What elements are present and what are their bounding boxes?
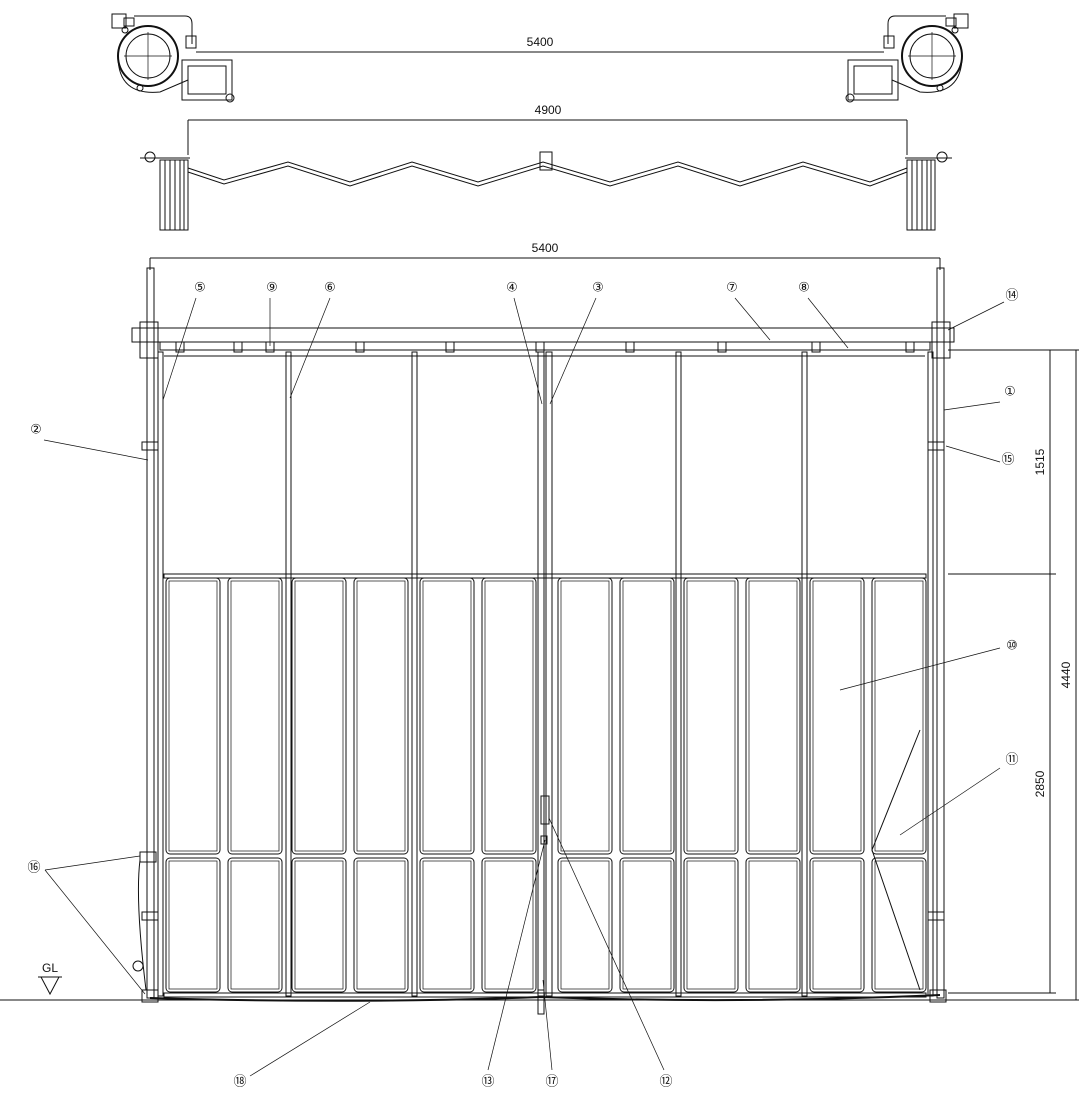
mesh-panel-inner <box>356 580 406 852</box>
callout-3: ③ <box>592 281 604 296</box>
right-post <box>936 267 945 999</box>
mesh-panel-inner <box>356 860 406 990</box>
mesh-panel-inner <box>294 580 344 852</box>
callout-18: ⑱ <box>233 1075 246 1090</box>
top-rail <box>159 341 931 351</box>
left-post <box>146 267 155 999</box>
dimension-top-width: 5400 <box>527 35 554 49</box>
leader-lines <box>43 297 1005 1077</box>
callout-11: ⑪ <box>1005 753 1018 768</box>
mesh-panel <box>165 577 221 855</box>
mesh-panel <box>871 577 927 855</box>
callout-1: ① <box>1004 385 1016 400</box>
left-clamp-icon <box>111 13 235 103</box>
mesh-panel <box>291 857 347 993</box>
callout-8: ⑧ <box>798 281 810 296</box>
callout-7: ⑦ <box>726 281 738 296</box>
dimension-total-height: 4440 <box>1059 661 1073 688</box>
mesh-panel <box>745 577 801 855</box>
mesh-panel-inner <box>484 860 534 990</box>
callout-4: ④ <box>506 281 518 296</box>
folded-stack-right-icon <box>905 151 952 231</box>
mesh-panel-inner <box>748 860 798 990</box>
mesh-panel <box>419 857 475 993</box>
callout-12: ⑫ <box>659 1075 672 1090</box>
mesh-panel <box>353 857 409 993</box>
mesh-panel <box>291 577 347 855</box>
mesh-panel-inner <box>686 580 736 852</box>
mesh-panel <box>619 857 675 993</box>
ground-level-marker-icon <box>40 976 60 996</box>
mesh-panel-inner <box>622 860 672 990</box>
mesh-panel <box>481 577 537 855</box>
mesh-panel-inner <box>422 580 472 852</box>
mesh-panel-inner <box>812 860 862 990</box>
mesh-panel-inner <box>230 860 280 990</box>
diagonal-brace <box>871 729 921 991</box>
mesh-panel-inner <box>168 860 218 990</box>
mesh-panel-inner <box>622 580 672 852</box>
mesh-panel-inner <box>294 860 344 990</box>
mesh-panel-inner <box>560 860 610 990</box>
folded-plan-view: 4900 <box>140 103 952 231</box>
dimension-upper-height: 1515 <box>1033 448 1047 475</box>
mesh-panel-inner <box>748 580 798 852</box>
callout-5: ⑤ <box>194 281 206 296</box>
mesh-panel-inner <box>686 860 736 990</box>
mesh-panel <box>353 577 409 855</box>
mesh-panel <box>619 577 675 855</box>
mesh-panel-inner <box>168 580 218 852</box>
mesh-panel <box>683 577 739 855</box>
rail-hangers <box>175 341 915 353</box>
ground-label: GL <box>42 961 58 975</box>
mesh-panel <box>227 577 283 855</box>
top-plan-view: 5400 <box>111 13 969 103</box>
mesh-panel-inner <box>874 860 924 990</box>
mesh-panel <box>871 857 927 993</box>
callout-16: ⑯ <box>27 861 40 876</box>
mesh-panel-inner <box>560 580 610 852</box>
mesh-panel-inner <box>874 580 924 852</box>
mesh-panel <box>557 577 613 855</box>
front-elevation: 5400 <box>0 241 1079 1090</box>
mesh-panel <box>419 577 475 855</box>
mesh-panel <box>745 857 801 993</box>
mesh-panel-inner <box>812 580 862 852</box>
mesh-panel <box>809 577 865 855</box>
bottom-chain <box>149 994 941 1002</box>
callout-2: ② <box>30 423 42 438</box>
callout-10: ⑩ <box>1006 639 1018 654</box>
callout-6: ⑥ <box>324 281 336 296</box>
callout-15: ⑮ <box>1001 453 1014 468</box>
mesh-panel-inner <box>230 580 280 852</box>
callout-13: ⑬ <box>481 1075 494 1090</box>
callout-17: ⑰ <box>545 1075 558 1090</box>
callouts: ① ② ③ ④ ⑤ ⑥ ⑦ ⑧ ⑨ ⑩ ⑪ ⑫ ⑬ ⑭ ⑮ ⑯ ⑰ ⑱ <box>27 281 1018 1090</box>
mesh-panel <box>557 857 613 993</box>
mesh-panel-inner <box>484 580 534 852</box>
mesh-panels <box>165 577 927 993</box>
dimension-fold-width: 4900 <box>535 103 562 117</box>
mesh-panel <box>227 857 283 993</box>
dimension-frame-width: 5400 <box>532 241 559 255</box>
mesh-panel-inner <box>422 860 472 990</box>
mesh-panel <box>809 857 865 993</box>
callout-14: ⑭ <box>1005 289 1018 304</box>
right-clamp-icon <box>845 13 969 103</box>
lock-icon <box>540 795 550 825</box>
dimension-lower-height: 2850 <box>1033 770 1047 797</box>
callout-9: ⑨ <box>266 281 278 296</box>
mesh-panel <box>165 857 221 993</box>
folded-stack-left-icon <box>140 151 190 231</box>
mesh-panel <box>481 857 537 993</box>
mullions <box>157 351 934 997</box>
top-beam <box>131 327 955 343</box>
mesh-panel <box>683 857 739 993</box>
